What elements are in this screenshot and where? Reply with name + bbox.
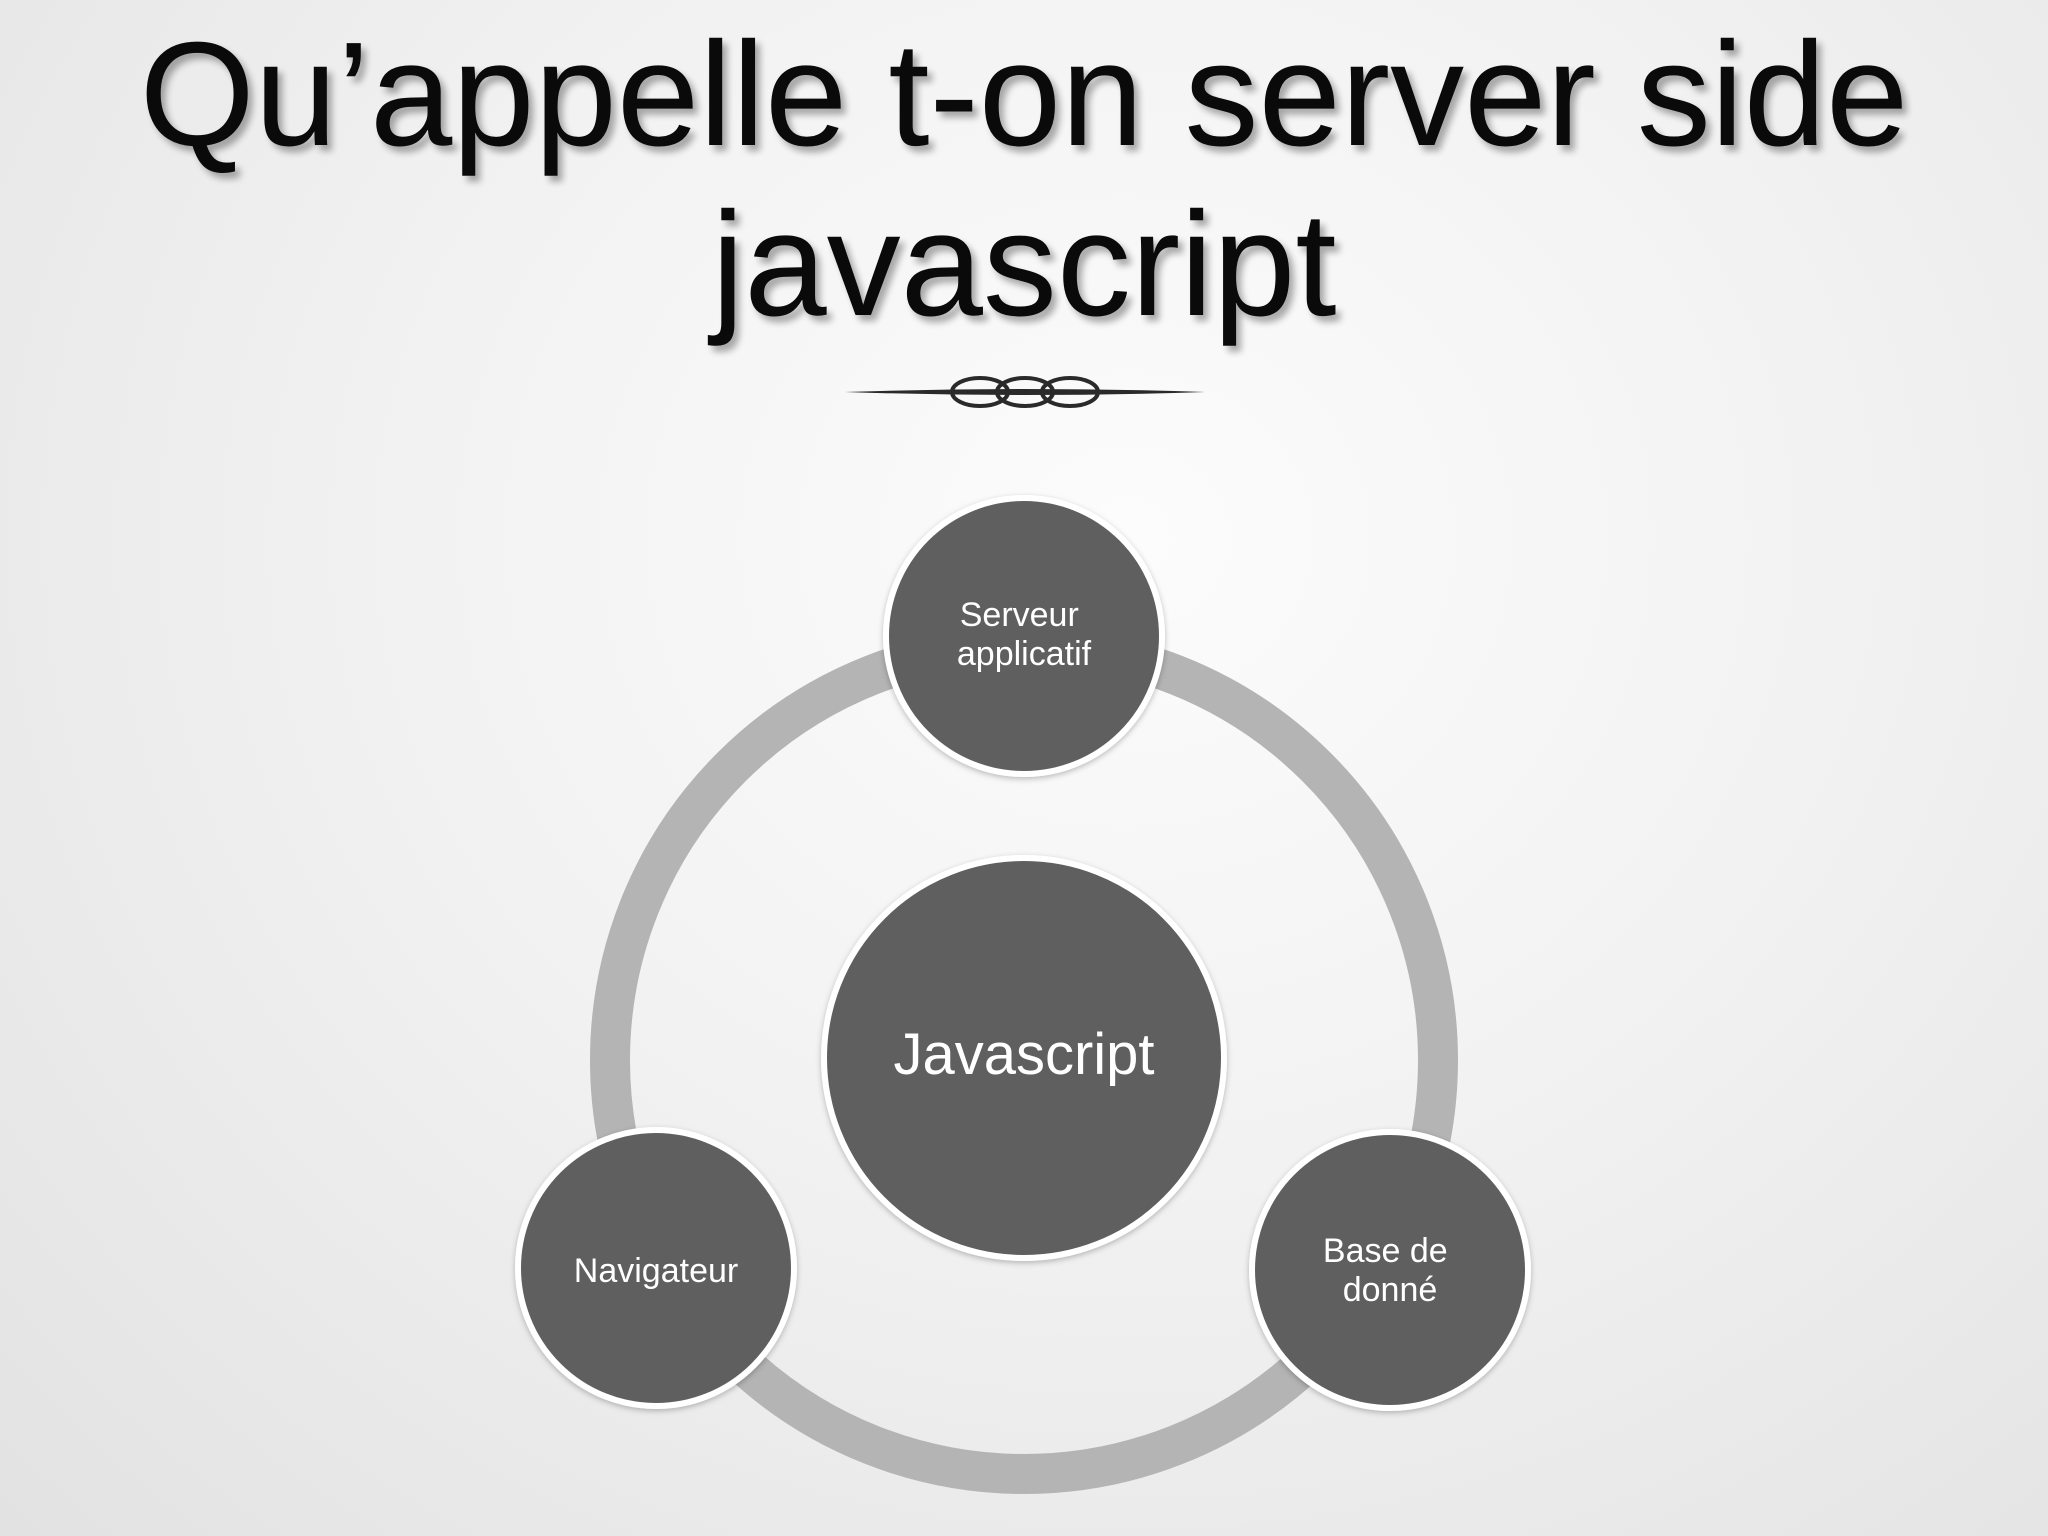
title-line-2: javascript [711,182,1337,347]
node-serveur-label: Serveur applicatif [957,596,1092,673]
ornamental-divider [845,376,1205,408]
node-javascript: Javascript [821,855,1227,1261]
node-base-de-donne: Base de donné [1249,1129,1531,1411]
slide-title: Qu’appelle t-on server side javascript [0,10,2048,350]
node-javascript-label: Javascript [893,1022,1154,1087]
node-navigateur: Navigateur [515,1127,797,1409]
node-bdd-label: Base de donné [1323,1232,1457,1309]
title-line-1: Qu’appelle t-on server side [139,12,1909,177]
node-serveur-applicatif: Serveur applicatif [883,495,1165,777]
node-navigateur-label: Navigateur [574,1252,738,1290]
